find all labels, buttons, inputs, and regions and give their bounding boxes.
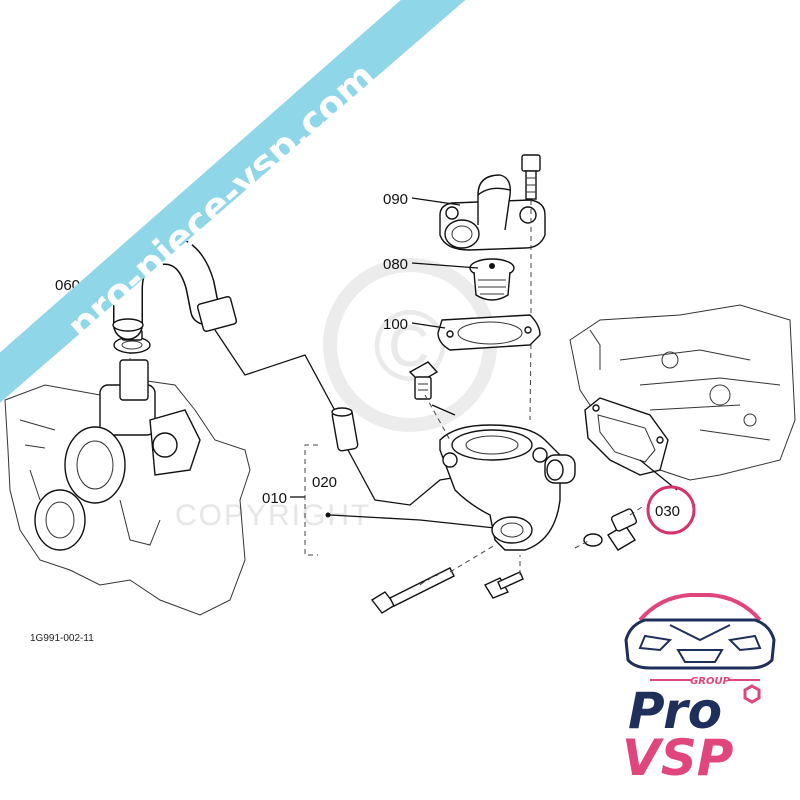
drain-plug	[574, 504, 646, 551]
thermostat-housing-010	[439, 424, 576, 551]
callout-020: 020	[312, 474, 337, 491]
logo-vsp-text: VSP	[622, 729, 733, 787]
water-flange-090	[439, 174, 546, 251]
flange-bolt	[521, 154, 541, 421]
thermostat-080	[469, 258, 515, 301]
provsp-logo: GROUP Pro VSP	[622, 593, 776, 787]
group-bracket	[290, 444, 318, 556]
callout-010: 010	[262, 490, 287, 507]
callout-090: 090	[383, 191, 408, 208]
short-bolt	[483, 555, 524, 599]
logo-group-text: GROUP	[690, 676, 731, 687]
diagram-code: 1G991-002-11	[30, 633, 94, 644]
hex-bolt-icon	[743, 684, 761, 704]
pipe-020	[214, 329, 496, 529]
car-outline-icon	[624, 593, 776, 670]
long-bolt	[370, 544, 496, 614]
logo-pro-text: Pro	[628, 682, 722, 740]
housing-gasket-030	[584, 397, 669, 476]
callout-030: 030	[655, 503, 680, 520]
callout-080: 080	[383, 256, 408, 273]
callout-030-highlight	[646, 485, 696, 535]
gasket-100	[437, 314, 541, 351]
copyright-watermark: © COPYRIGHT	[175, 258, 497, 532]
temp-sensor-plug	[408, 361, 456, 441]
callout-100: 100	[383, 316, 408, 333]
watermark-symbol: ©	[373, 290, 447, 402]
water-pump-assembly	[4, 340, 251, 616]
